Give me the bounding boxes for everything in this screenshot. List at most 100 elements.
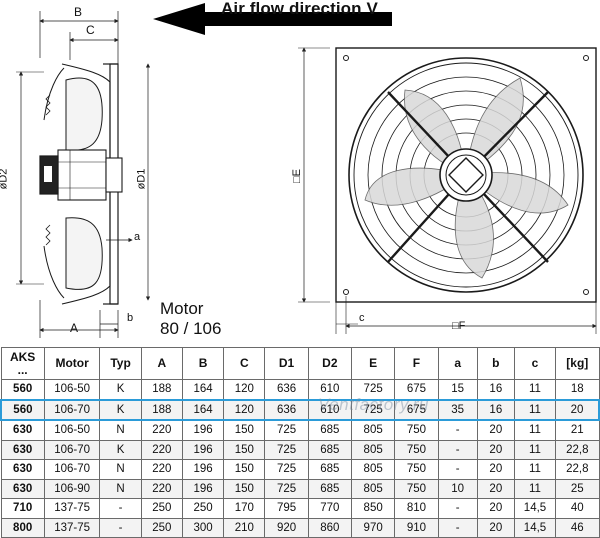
table-cell: 685 [307, 439, 353, 460]
table-cell: 805 [350, 419, 396, 441]
dimension-label-a-small: a [134, 231, 141, 243]
dimension-label-b-top: B [74, 5, 83, 19]
table-cell: 106-90 [43, 478, 101, 499]
table-cell: 725 [264, 419, 309, 441]
table-cell: 710 [0, 498, 45, 519]
table-cell: 685 [307, 419, 353, 441]
table-cell: 630 [0, 478, 45, 499]
table-cell: 920 [264, 517, 309, 538]
table-cell: 106-70 [43, 398, 101, 421]
dimension-label-d1: øD1 [135, 168, 148, 190]
table-cell: 11 [513, 419, 557, 441]
table-cell: 106-50 [43, 379, 101, 400]
table-cell: 725 [264, 459, 309, 480]
front-view-drawing [298, 47, 597, 334]
dimension-label-e: □E [290, 169, 303, 183]
table-cell: 20 [476, 459, 515, 480]
table-cell: 220 [140, 419, 183, 441]
table-cell: 11 [513, 439, 557, 460]
column-header: a [437, 347, 478, 380]
table-cell: 11 [513, 379, 557, 400]
column-header: Motor [43, 347, 101, 380]
table-cell: 860 [307, 517, 353, 538]
table-cell: 18 [555, 379, 600, 400]
table-cell: N [99, 478, 142, 499]
table-cell: 150 [223, 459, 266, 480]
table-cell: 560 [0, 379, 45, 400]
table-cell: 20 [476, 498, 515, 519]
table-cell: 106-70 [43, 459, 101, 480]
table-cell: 805 [350, 439, 396, 460]
airflow-direction-label: Air flow direction V [221, 0, 378, 18]
table-cell: 188 [140, 379, 183, 400]
table-cell: 14,5 [513, 498, 557, 519]
table-cell: 636 [264, 379, 309, 400]
table-cell: 150 [223, 419, 266, 441]
fan-technical-drawing [16, 3, 597, 338]
table-cell: 770 [307, 498, 353, 519]
table-cell: 630 [0, 459, 45, 480]
table-cell: 250 [140, 498, 183, 519]
table-cell: 164 [181, 379, 225, 400]
column-header: c [513, 347, 557, 380]
table-cell: K [99, 439, 142, 460]
table-cell: 685 [307, 478, 353, 499]
table-cell: N [99, 459, 142, 480]
table-cell: 630 [0, 419, 45, 441]
column-header: F [394, 347, 439, 380]
table-cell: 22,8 [555, 439, 600, 460]
table-cell: 210 [223, 517, 266, 538]
table-cell: 750 [394, 478, 439, 499]
side-view-drawing [16, 11, 151, 338]
table-cell: 220 [140, 439, 183, 460]
table-cell: 16 [476, 379, 515, 400]
table-cell: 137-75 [43, 517, 101, 538]
table-cell: 196 [181, 478, 225, 499]
table-cell: 11 [513, 478, 557, 499]
airflow-arrow [153, 3, 392, 35]
table-cell: - [437, 498, 478, 519]
table-cell: - [437, 439, 478, 460]
table-cell: 35 [437, 398, 478, 421]
table-cell: 725 [350, 398, 396, 421]
column-header: D1 [264, 347, 309, 380]
table-cell: 675 [394, 379, 439, 400]
dimension-label-d2: øD2 [0, 168, 10, 190]
table-cell: 685 [307, 459, 353, 480]
table-cell: 795 [264, 498, 309, 519]
table-cell: - [437, 459, 478, 480]
table-cell: 750 [394, 459, 439, 480]
table-cell: 20 [555, 398, 600, 421]
table-cell: 20 [476, 517, 515, 538]
table-cell: 636 [264, 398, 309, 421]
table-cell: 750 [394, 439, 439, 460]
table-cell: 15 [437, 379, 478, 400]
table-cell: 20 [476, 478, 515, 499]
table-cell: 250 [181, 498, 225, 519]
column-header: C [223, 347, 266, 380]
dimension-label-b-small: b [127, 312, 134, 324]
table-cell: 120 [223, 379, 266, 400]
table-cell: 150 [223, 439, 266, 460]
table-cell: 150 [223, 478, 266, 499]
table-cell: 610 [307, 398, 353, 421]
table-cell: 910 [394, 517, 439, 538]
table-cell: 20 [476, 419, 515, 441]
table-cell: 120 [223, 398, 266, 421]
table-cell: 196 [181, 459, 225, 480]
dimension-label-c-front: c [359, 312, 365, 324]
table-cell: 810 [394, 498, 439, 519]
table-cell: 300 [181, 517, 225, 538]
table-cell: 800 [0, 517, 45, 538]
dimension-label-c: C [86, 23, 95, 37]
